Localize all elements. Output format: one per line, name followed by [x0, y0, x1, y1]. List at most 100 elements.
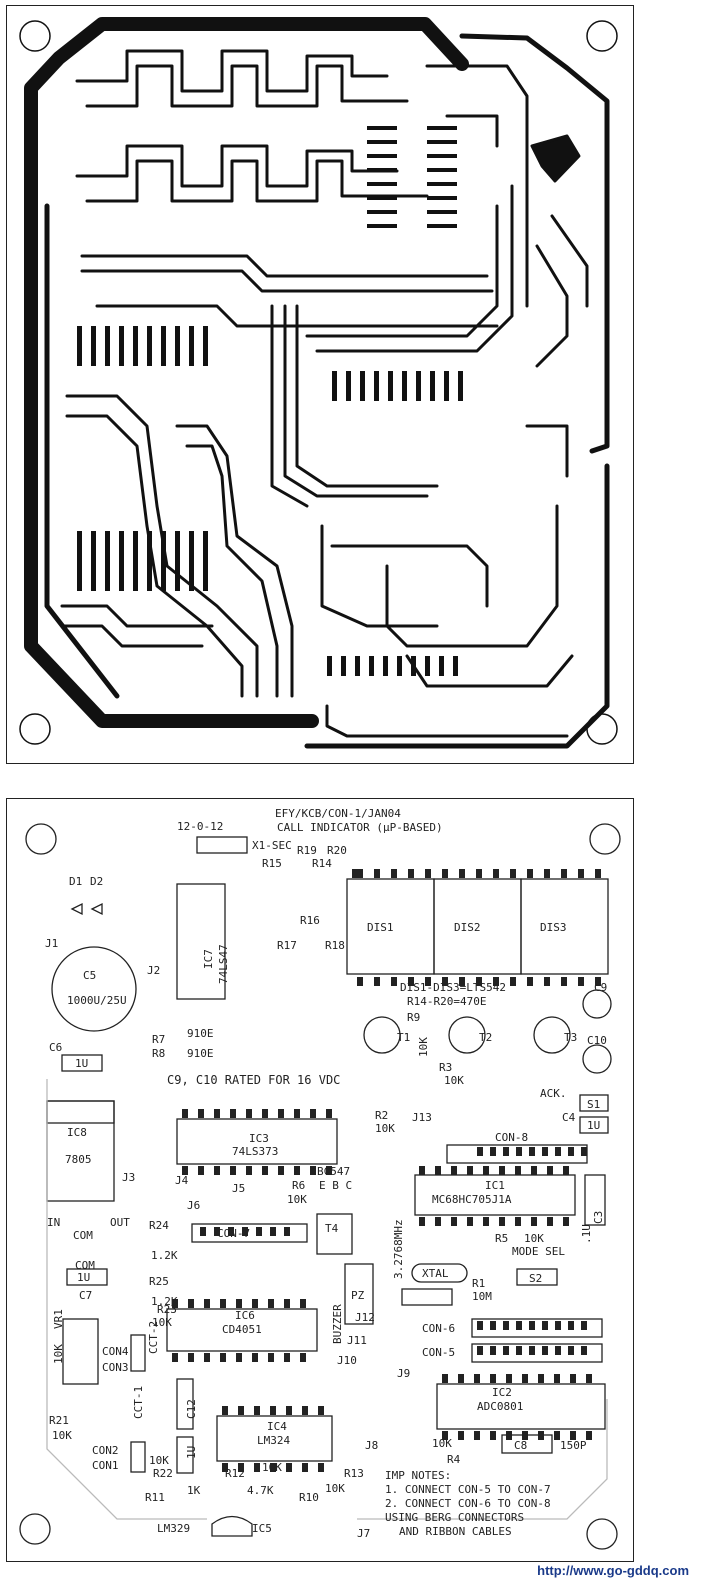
ic6-pin	[188, 1353, 194, 1362]
ic4-outline	[216, 1415, 333, 1462]
ic2-pin	[538, 1374, 544, 1383]
ic-pad	[161, 531, 166, 591]
ic-pad	[147, 326, 152, 366]
ic8-type: 7805	[65, 1153, 92, 1166]
ic-pad	[341, 656, 346, 676]
con5-pin	[490, 1346, 496, 1355]
con6-pin	[516, 1321, 522, 1330]
dis-pin	[578, 977, 584, 986]
ic7-type: 74LS47	[217, 944, 230, 984]
ic1-pin	[435, 1166, 441, 1175]
c5-label: C5	[83, 969, 96, 982]
ic-pad	[367, 196, 397, 200]
dis-pin	[357, 869, 363, 878]
r21-value: 10K	[52, 1429, 72, 1442]
con5-pin	[516, 1346, 522, 1355]
ic-pad	[332, 371, 337, 401]
r22-label: R22	[153, 1467, 173, 1480]
notes-line2: 2. CONNECT CON-6 TO CON-8	[385, 1497, 551, 1510]
dis-pin	[352, 869, 358, 878]
xtal-label: XTAL	[422, 1267, 449, 1280]
ic8-com-label: COM	[73, 1229, 93, 1242]
mounting-hole-icon	[19, 1513, 51, 1545]
ic2-pin	[474, 1374, 480, 1383]
ic4-pin	[222, 1463, 228, 1472]
ic3-pin	[230, 1109, 236, 1118]
ic-pad	[367, 210, 397, 214]
ic-pad	[427, 154, 457, 158]
con5-pin	[555, 1346, 561, 1355]
ic-pad	[427, 224, 457, 228]
dis-pin	[544, 869, 550, 878]
ic2-pin	[538, 1431, 544, 1440]
r1-value: 10M	[472, 1290, 492, 1303]
con7-pin	[242, 1227, 248, 1236]
ic-pad	[367, 154, 397, 158]
ic6-pin	[188, 1299, 194, 1308]
ground-trace	[24, 17, 469, 728]
ic2-pin	[586, 1374, 592, 1383]
ic2-pin	[506, 1374, 512, 1383]
ic-pad	[360, 371, 365, 401]
ic6-pin	[204, 1353, 210, 1362]
j8-label: J8	[365, 1439, 378, 1452]
j10-label: J10	[337, 1354, 357, 1367]
c10-label: C10	[587, 1034, 607, 1047]
ic1-outline	[414, 1174, 576, 1216]
ic1-pin	[515, 1166, 521, 1175]
ic1-pin	[467, 1217, 473, 1226]
c12-value: 1U	[185, 1446, 198, 1459]
ic6-pin	[172, 1299, 178, 1308]
ic-pad	[147, 531, 152, 591]
con4-label: CON4	[102, 1345, 129, 1358]
con1-label: CON1	[92, 1459, 119, 1472]
dis-pin	[459, 977, 465, 986]
ic3-pin	[326, 1109, 332, 1118]
ic3-type: 74LS373	[232, 1145, 278, 1158]
ic-pad	[327, 656, 332, 676]
ic2-pin	[522, 1431, 528, 1440]
ic1-pin	[467, 1166, 473, 1175]
con6-pin	[581, 1321, 587, 1330]
ic1-pin	[531, 1217, 537, 1226]
ic-pad	[444, 371, 449, 401]
mounting-hole-icon	[589, 823, 621, 855]
con8-pin	[516, 1147, 522, 1156]
mounting-hole-icon	[19, 20, 51, 52]
ic6-pin	[252, 1299, 258, 1308]
ic4-pin	[270, 1463, 276, 1472]
j13-label: J13	[412, 1111, 432, 1124]
dis-pin	[595, 977, 601, 986]
ic2-pin	[490, 1374, 496, 1383]
source-url[interactable]: http://www.go-gddq.com	[537, 1563, 689, 1578]
j7-label: J7	[357, 1527, 370, 1540]
con7-pin	[200, 1227, 206, 1236]
ic-pad	[453, 656, 458, 676]
dis-pin	[510, 869, 516, 878]
ic3-pin	[262, 1166, 268, 1175]
c7-value: 1U	[77, 1271, 90, 1284]
r6-value: 10K	[287, 1193, 307, 1206]
ic-pad	[458, 371, 463, 401]
con7-pin	[214, 1227, 220, 1236]
dis-pin	[493, 869, 499, 878]
j1-label: J1	[45, 937, 58, 950]
r10-label: R10	[299, 1491, 319, 1504]
ic6-pin	[172, 1353, 178, 1362]
r25-label: R25	[149, 1275, 169, 1288]
con2-label: CON2	[92, 1444, 119, 1457]
con8-pin	[529, 1147, 535, 1156]
ic-pad	[189, 326, 194, 366]
s1-label: S1	[587, 1098, 600, 1111]
mounting-hole-icon	[586, 1518, 618, 1550]
r3-label: R3	[439, 1061, 452, 1074]
r19-label: R19	[297, 844, 317, 857]
ic1-pin	[435, 1217, 441, 1226]
dis-pin	[391, 869, 397, 878]
pz-label: PZ	[351, 1289, 365, 1302]
con6-pin	[477, 1321, 483, 1330]
ic-pad	[367, 140, 397, 144]
ic3-pin	[246, 1166, 252, 1175]
t4-pins-label: E B C	[319, 1179, 352, 1192]
ic1-pin	[515, 1217, 521, 1226]
